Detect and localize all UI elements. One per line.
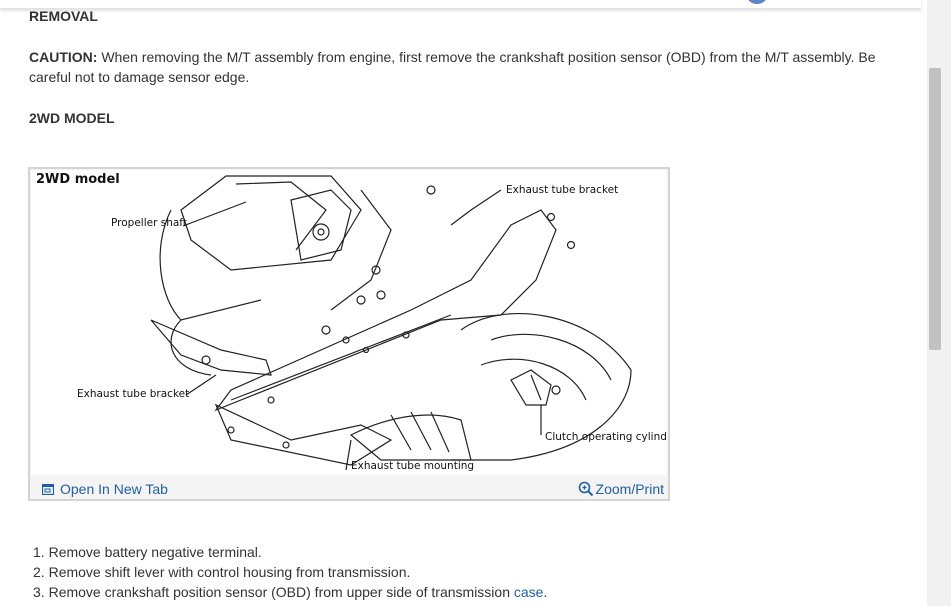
step-text: Remove crankshaft position sensor (OBD) … — [48, 584, 514, 600]
external-tab-icon — [42, 483, 54, 495]
list-item: 1. Remove battery negative terminal. — [33, 542, 547, 562]
transmission-diagram[interactable]: 2WD model — [31, 170, 667, 475]
step-number: 2. — [33, 564, 45, 580]
header-avatar-icon[interactable] — [747, 0, 767, 4]
step-text: Remove shift lever with control housing … — [48, 564, 411, 580]
list-item: 3. Remove crankshaft position sensor (OB… — [33, 582, 547, 602]
step-text-end: . — [543, 584, 548, 600]
step-number: 1. — [33, 544, 45, 560]
removal-steps-list: 1. Remove battery negative terminal. 2. … — [33, 542, 547, 602]
zoom-print-label: Zoom/Print — [595, 481, 664, 497]
section-title: REMOVAL — [29, 8, 98, 24]
open-in-new-tab-label: Open In New Tab — [60, 481, 168, 497]
caution-paragraph: CAUTION: When removing the M/T assembly … — [29, 47, 909, 87]
label-clutch-cylinder: Clutch operating cylinder — [545, 431, 667, 443]
label-exhaust-bracket-left: Exhaust tube bracket — [77, 388, 189, 400]
caution-label: CAUTION: — [29, 49, 98, 65]
diagram-drawing — [150, 175, 632, 471]
label-propeller-shaft: Propeller shaft — [111, 217, 187, 229]
figure-title: 2WD model — [36, 172, 120, 187]
caution-text: When removing the M/T assembly from engi… — [29, 49, 876, 85]
magnifier-icon — [578, 481, 593, 497]
scrollbar-thumb[interactable] — [929, 68, 941, 350]
case-link[interactable]: case — [513, 584, 544, 600]
step-text: Remove battery negative terminal. — [48, 544, 262, 560]
zoom-print-link[interactable]: Zoom/Print — [578, 481, 664, 497]
model-subheading: 2WD MODEL — [29, 110, 115, 126]
label-exhaust-bracket-top: Exhaust tube bracket — [506, 184, 618, 196]
open-in-new-tab-link[interactable]: Open In New Tab — [42, 481, 168, 497]
step-number: 3. — [33, 584, 45, 600]
label-exhaust-mounting: Exhaust tube mounting — [351, 460, 474, 472]
figure-panel: 2WD model — [28, 167, 670, 501]
figure-footer: Open In New Tab Zoom/Print — [30, 475, 668, 501]
top-header-bar — [0, 0, 921, 9]
list-item: 2. Remove shift lever with control housi… — [33, 562, 547, 582]
